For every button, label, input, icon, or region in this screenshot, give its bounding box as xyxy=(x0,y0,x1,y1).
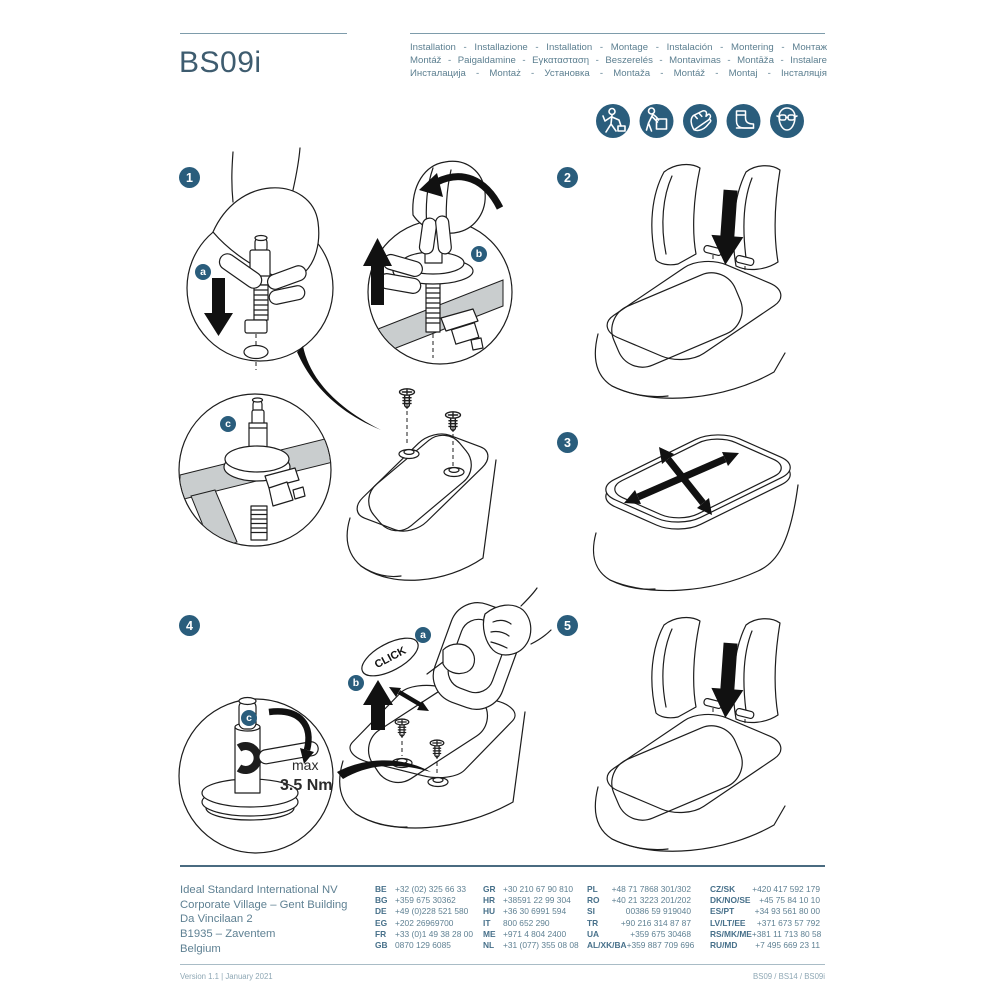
phone-row: NL+31 (077) 355 08 08 xyxy=(483,940,579,951)
phone-row: LV/LT/EE+371 673 57 792 xyxy=(710,917,820,928)
page-title: BS09i xyxy=(179,46,262,79)
phone-row: UA+359 675 30468 xyxy=(587,928,691,939)
step-1a-badge: a xyxy=(195,264,211,280)
torque-max-label: max xyxy=(292,757,318,773)
step-5-badge: 5 xyxy=(557,615,578,636)
phone-row: BG+359 675 30362 xyxy=(375,895,456,906)
step-4a-badge: a xyxy=(415,627,431,643)
address-line: Ideal Standard International NV xyxy=(180,884,338,896)
safety-icons xyxy=(596,104,804,138)
step-4c-badge: c xyxy=(241,710,257,726)
phone-row: HU+36 30 6991 594 xyxy=(483,906,567,917)
phone-row: RU/MD+7 495 669 23 11 xyxy=(710,940,820,951)
address-line: Da Vincilaan 2 xyxy=(180,913,253,926)
version-text: Version 1.1 | January 2021 xyxy=(180,972,273,981)
footer-rule-bottom xyxy=(180,964,825,965)
phone-row: DE+49 (0)228 521 580 xyxy=(375,906,469,917)
phone-row: AL/XK/BA+359 887 709 696 xyxy=(587,940,695,951)
language-line-1: Installation - Installazione - Installat… xyxy=(410,42,827,53)
phone-row: ME+971 4 804 2400 xyxy=(483,928,567,939)
header-rule-right xyxy=(410,33,825,34)
step-1c-badge: c xyxy=(220,416,236,432)
footer-rule-top xyxy=(180,865,825,867)
step-4-badge: 4 xyxy=(179,615,200,636)
phone-row: EG+202 26969700 xyxy=(375,917,454,928)
header-rule-left xyxy=(180,33,347,34)
step-1-illustration xyxy=(178,147,513,581)
company-address: Ideal Standard International NV Corporat… xyxy=(180,883,347,957)
phone-row: FR+33 (0)1 49 38 28 00 xyxy=(375,928,473,939)
step-2-badge: 2 xyxy=(557,167,578,188)
installer-icon xyxy=(596,104,630,138)
phone-row: BE+32 (02) 325 66 33 xyxy=(375,884,467,894)
phone-column-4: CZ/SK+420 417 592 179 DK/NO/SE+45 75 84 … xyxy=(710,884,822,951)
phone-row: HR+38591 22 99 304 xyxy=(483,895,571,906)
step-2-illustration xyxy=(560,162,830,392)
phone-row: DK/NO/SE+45 75 84 10 10 xyxy=(710,895,820,906)
phone-row: PL+48 71 7868 301/302 xyxy=(587,884,691,894)
phone-row: RS/MK/ME+381 11 713 80 58 xyxy=(710,928,822,939)
language-line-2: Montáž - Paigaldamine - Εγκατασταση - Be… xyxy=(410,55,827,67)
safety-glasses-icon xyxy=(770,104,804,138)
phone-row: ES/PT+34 93 561 80 00 xyxy=(710,906,820,917)
protective-gloves-icon xyxy=(683,104,717,138)
torque-value-label: 3.5 Nm xyxy=(280,777,332,794)
phone-column-2: GR+30 210 67 90 810 HR+38591 22 99 304 H… xyxy=(483,884,583,951)
address-line: Corporate Village – Gent Building xyxy=(180,898,348,911)
phone-row: RO+40 21 3223 201/202 xyxy=(587,895,691,906)
step-4b-badge: b xyxy=(348,675,364,691)
language-line-3: Инсталација - Montaż - Установка - Monta… xyxy=(410,68,827,80)
step-4-illustration: CLICK xyxy=(178,587,552,854)
address-line: Belgium xyxy=(180,942,221,955)
phone-column-3: PL+48 71 7868 301/302 RO+40 21 3223 201/… xyxy=(587,884,695,951)
carry-box-icon xyxy=(639,104,674,138)
doc-code: BS09 / BS14 / BS09i xyxy=(753,972,825,981)
step-3-badge: 3 xyxy=(557,432,578,453)
language-list: Installation - Installazione - Installat… xyxy=(410,41,827,81)
step-3-illustration xyxy=(592,425,799,592)
safety-boots-icon xyxy=(726,104,761,138)
step-1b-badge: b xyxy=(471,246,487,262)
phone-row: GR+30 210 67 90 810 xyxy=(483,884,574,894)
step-1-badge: 1 xyxy=(179,167,200,188)
phone-row: TR+90 216 314 87 87 xyxy=(587,917,691,928)
phone-row: CZ/SK+420 417 592 179 xyxy=(710,884,820,894)
step-5-illustration xyxy=(560,615,830,845)
phone-column-1: BE+32 (02) 325 66 33 BG+359 675 30362 DE… xyxy=(375,884,481,951)
address-line: B1935 – Zaventem xyxy=(180,928,276,941)
